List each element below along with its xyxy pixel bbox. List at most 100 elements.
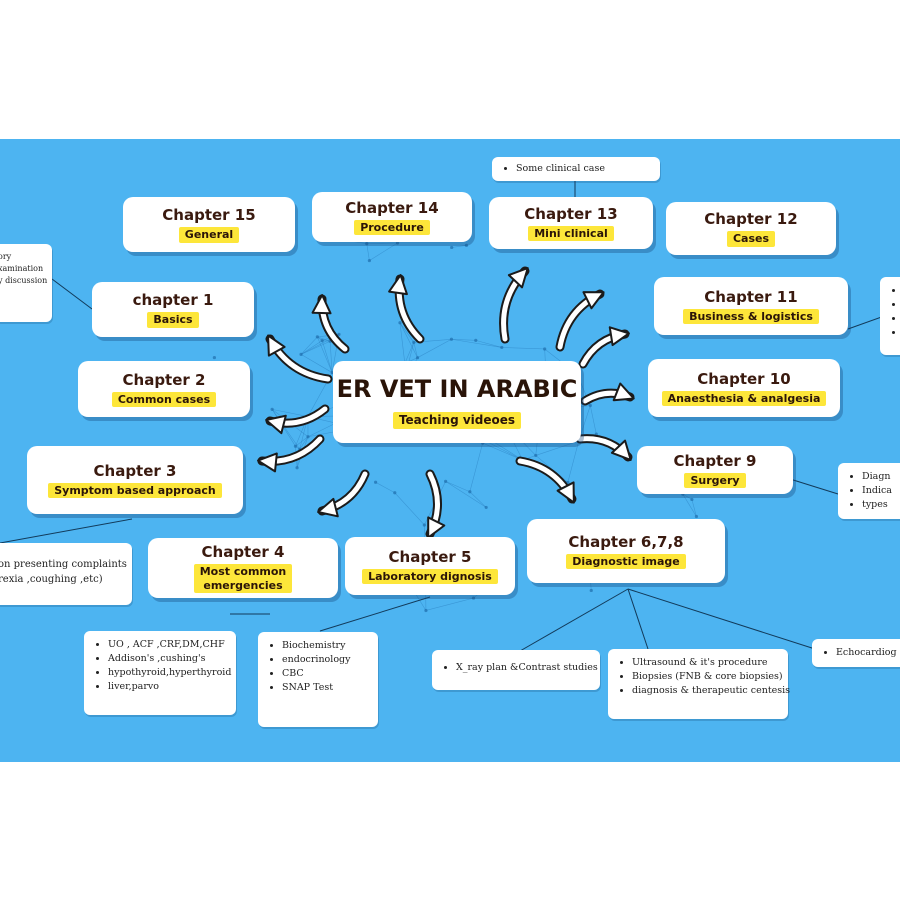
arrow-head bbox=[388, 274, 408, 296]
detail-item: diagnosis & therapeutic centesis bbox=[632, 685, 790, 697]
network-node bbox=[299, 352, 303, 356]
network-node bbox=[398, 321, 402, 325]
network-line bbox=[425, 597, 474, 611]
chapter-12-tag: Cases bbox=[726, 231, 776, 247]
detail-item: xamination bbox=[0, 264, 44, 273]
arrow-head bbox=[582, 291, 605, 310]
chapter-1-title: chapter 1 bbox=[132, 291, 214, 310]
network-line bbox=[404, 342, 415, 364]
arrow-head bbox=[556, 481, 575, 504]
network-node bbox=[589, 588, 593, 593]
detail-item: Echocardiog bbox=[836, 647, 900, 659]
chapter-9-details: Diagn Indica types bbox=[838, 463, 900, 519]
network-line bbox=[482, 442, 523, 461]
network-node bbox=[543, 347, 547, 351]
detail-item: CBC bbox=[282, 668, 372, 680]
network-line bbox=[375, 481, 395, 494]
chapter-13-tag: Mini clinical bbox=[528, 225, 614, 242]
network-node bbox=[415, 356, 420, 360]
mind-map: ER VET IN ARABIC Teaching videoes Chapte… bbox=[0, 139, 900, 762]
chapter-678-tag: Diagnostic image bbox=[566, 553, 686, 570]
network-node bbox=[422, 523, 426, 527]
network-node bbox=[690, 497, 694, 502]
xray-details: X_ray plan &Contrast studies bbox=[432, 650, 600, 690]
detail-item: Addison's ,cushing's bbox=[108, 653, 230, 665]
chapter-1-node: chapter 1 Basics bbox=[92, 282, 254, 337]
chapter-3-tag: Symptom based approach bbox=[48, 482, 222, 499]
network-node bbox=[367, 258, 371, 263]
detail-item: types bbox=[862, 499, 900, 511]
detail-item: Ultrasound & it's procedure bbox=[632, 657, 782, 669]
network-line bbox=[483, 439, 523, 461]
chapter-4-tag-line1: Most common bbox=[199, 564, 287, 578]
chapter-4-tag-line2: emergencies bbox=[203, 578, 283, 592]
connector-line bbox=[0, 518, 133, 544]
network-node bbox=[330, 370, 334, 375]
network-node bbox=[500, 345, 504, 350]
network-node bbox=[315, 335, 319, 339]
arrow-head bbox=[612, 382, 635, 402]
detail-item: endocrinology bbox=[282, 654, 372, 666]
chapter-12-title: Chapter 12 bbox=[704, 210, 798, 229]
network-line bbox=[271, 409, 300, 450]
network-node bbox=[471, 596, 476, 600]
detail-item: Diagn bbox=[862, 471, 900, 483]
network-line bbox=[501, 347, 545, 350]
arrow-head bbox=[507, 267, 529, 289]
network-line bbox=[445, 481, 487, 508]
chapter-15-tag: General bbox=[178, 227, 240, 243]
detail-item: hypothyroid,hyperthyroid bbox=[108, 667, 231, 679]
chapter-10-node: Chapter 10 Anaesthesia & analgesia bbox=[648, 359, 840, 417]
chapter-13-details: Some clinical case bbox=[492, 157, 660, 181]
arrow-head bbox=[608, 326, 630, 347]
chapter-1-tag: Basics bbox=[147, 312, 199, 328]
network-line bbox=[475, 340, 502, 348]
network-line bbox=[394, 492, 425, 526]
network-line bbox=[329, 341, 333, 373]
network-line bbox=[691, 499, 697, 517]
arrow-head bbox=[427, 516, 446, 539]
detail-item: UO , ACF ,CRF,DM,CHF bbox=[108, 639, 230, 651]
network-line bbox=[469, 491, 487, 508]
network-node bbox=[449, 337, 454, 341]
network-node bbox=[295, 466, 299, 470]
ultrasound-details: Ultrasound & it's procedure Biopsies (FN… bbox=[608, 649, 790, 719]
network-line bbox=[317, 336, 333, 373]
network-node bbox=[393, 491, 397, 495]
chapter-5-title: Chapter 5 bbox=[388, 547, 472, 566]
detail-item: Some clinical case bbox=[516, 163, 654, 175]
detail-item: SNAP Test bbox=[282, 682, 372, 694]
chapter-15-node: Chapter 15 General bbox=[123, 197, 295, 252]
chapter-5-node: Chapter 5 Laboratory dignosis bbox=[345, 537, 515, 595]
chapter-9-node: Chapter 9 Surgery bbox=[637, 446, 793, 494]
chapter-13-title: Chapter 13 bbox=[524, 204, 618, 223]
network-line bbox=[399, 322, 418, 358]
chapter-3-node: Chapter 3 Symptom based approach bbox=[27, 446, 243, 514]
chapter-2-title: Chapter 2 bbox=[122, 370, 206, 389]
network-line bbox=[469, 442, 483, 492]
chapter-4-title: Chapter 4 bbox=[201, 542, 285, 561]
connector-line bbox=[51, 278, 93, 310]
center-node: ER VET IN ARABIC Teaching videoes bbox=[333, 361, 581, 443]
network-line bbox=[590, 405, 597, 435]
network-node bbox=[474, 338, 478, 342]
network-node bbox=[337, 332, 341, 336]
network-line bbox=[445, 481, 470, 493]
network-node bbox=[212, 355, 216, 360]
network-line bbox=[399, 322, 406, 364]
chapter-14-title: Chapter 14 bbox=[345, 198, 439, 217]
chapter-3-title: Chapter 3 bbox=[93, 461, 177, 480]
chapter-4-details: UO , ACF ,CRF,DM,CHF Addison's ,cushing'… bbox=[84, 631, 236, 715]
chapter-11-title: Chapter 11 bbox=[704, 287, 798, 306]
network-line bbox=[300, 336, 318, 355]
detail-item: Indica bbox=[862, 485, 900, 497]
center-title: ER VET IN ARABIC bbox=[336, 375, 578, 404]
network-node bbox=[293, 444, 298, 448]
chapter-14-tag: Procedure bbox=[354, 219, 430, 236]
network-line bbox=[451, 338, 502, 348]
chapter-2-tag: Common cases bbox=[111, 391, 217, 408]
chapter-11-details bbox=[880, 277, 900, 355]
network-node bbox=[395, 241, 400, 245]
